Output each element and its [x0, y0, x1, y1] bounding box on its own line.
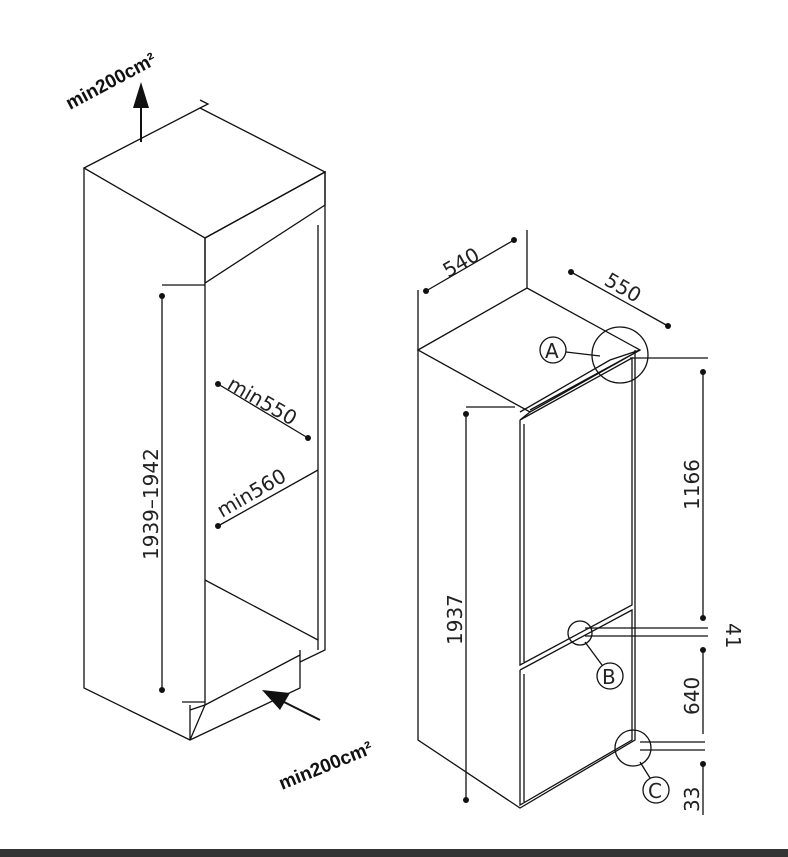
detail-a-label: A: [545, 339, 559, 363]
vent-up-arrow-icon: [133, 82, 149, 108]
detail-b-label: B: [602, 665, 616, 689]
min-width-label: min560: [213, 464, 291, 523]
cabinet-drawing: [82, 82, 327, 741]
detail-a-circle: [591, 326, 649, 384]
detail-c-circle: [614, 729, 652, 767]
detail-c-label: C: [648, 779, 662, 803]
cabinet-top: [82, 107, 327, 239]
appliance-top: [416, 287, 642, 413]
lower-door-label: 640: [680, 677, 704, 715]
upper-door-label: 1166: [680, 459, 704, 510]
vent-in-arrow-icon: [262, 690, 290, 710]
vent-bottom-label: min200cm²: [276, 738, 376, 795]
min-depth-label: min550: [224, 372, 302, 431]
footer-bar: [0, 849, 788, 857]
height-label: 1937: [443, 594, 467, 645]
gap-label: 41: [721, 623, 745, 648]
niche-height-label: 1939–1942: [139, 448, 163, 560]
width-label: 540: [439, 242, 484, 282]
plinth-label: 33: [680, 787, 704, 812]
detail-b-circle: [567, 620, 593, 646]
appliance-drawing: [416, 230, 708, 815]
